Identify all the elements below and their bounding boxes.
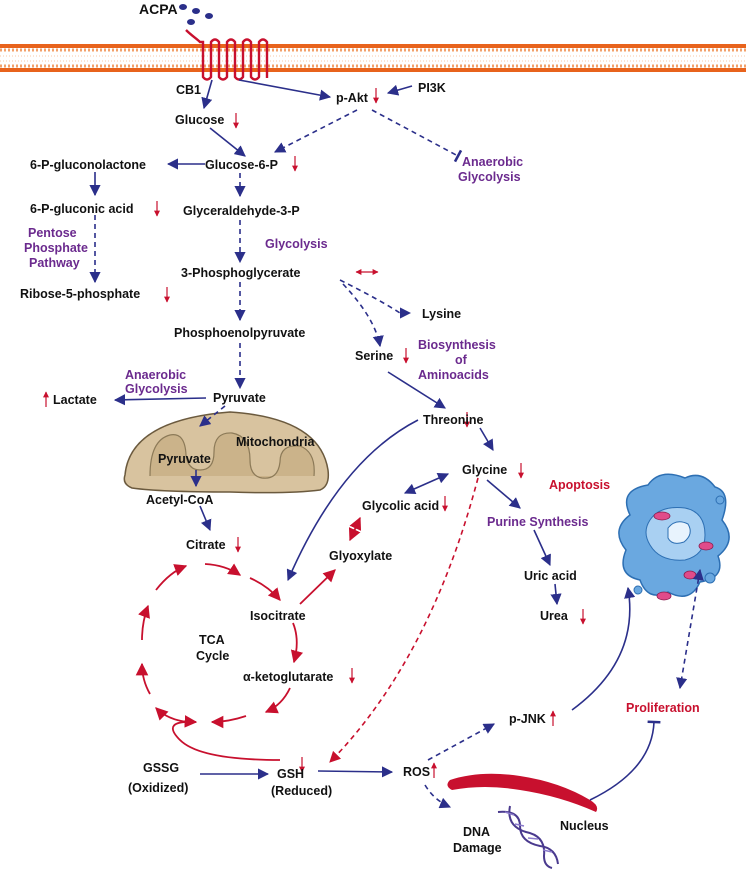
dna-helix-shape (497, 805, 559, 869)
label-uric-acid: Uric acid (524, 569, 577, 583)
label-citrate: Citrate (186, 538, 226, 552)
label-6-p-gluconolactone: 6-P-gluconolactone (30, 158, 146, 172)
label-glucose: Glucose (175, 113, 224, 127)
label-anaerobic-top-1: Anaerobic (462, 155, 523, 169)
label-proliferation: Proliferation (626, 701, 700, 715)
label-threonine: Threonine (423, 413, 483, 427)
status-arrows (43, 88, 586, 778)
label-apoptosis: Apoptosis (549, 478, 610, 492)
label-nucleus: Nucleus (560, 819, 609, 833)
acpa-molecules (179, 4, 213, 25)
label-acetyl-coa: Acetyl-CoA (146, 493, 213, 507)
label-lysine: Lysine (422, 307, 461, 321)
label-lactate: Lactate (53, 393, 97, 407)
red-arrows (135, 269, 479, 763)
label-gsh-1: GSH (277, 767, 304, 781)
label-glycolic-acid: Glycolic acid (362, 499, 439, 513)
label-anaerobic-mid-1: Anaerobic (125, 368, 186, 382)
label-ros: ROS (403, 765, 430, 779)
label-glucose-6-p: Glucose-6-P (205, 158, 278, 172)
label-ribose-5-phosphate: Ribose-5-phosphate (20, 287, 140, 301)
label-phosphoenolpyruvate: Phosphoenolpyruvate (174, 326, 305, 340)
label-biosynthesis-2: of (455, 353, 468, 367)
label-gsh-2: (Reduced) (271, 784, 332, 798)
label-6-p-gluconic-acid: 6-P-gluconic acid (30, 202, 134, 216)
label-anaerobic-mid-2: Glycolysis (125, 382, 188, 396)
label-biosynthesis-3: Aminoacids (418, 368, 489, 382)
label-glyceraldehyde-3-p: Glyceraldehyde-3-P (183, 204, 300, 218)
label-glyoxylate: Glyoxylate (329, 549, 392, 563)
label-3-phosphoglycerate: 3-Phosphoglycerate (181, 266, 301, 280)
cb1-receptor (185, 29, 269, 81)
label-urea: Urea (540, 609, 569, 623)
label-p-akt: p-Akt (336, 91, 369, 105)
label-pentose-2: Phosphate (24, 241, 88, 255)
label-alpha-ketoglutarate: α-ketoglutarate (243, 670, 333, 684)
label-dna-1: DNA (463, 825, 490, 839)
label-purine-synthesis: Purine Synthesis (487, 515, 588, 529)
label-pyruvate: Pyruvate (213, 391, 266, 405)
label-p-jnk: p-JNK (509, 712, 546, 726)
label-gssg-1: GSSG (143, 761, 179, 775)
blue-arrows (89, 79, 704, 809)
cell-membrane (0, 44, 746, 72)
label-pi3k: PI3K (418, 81, 446, 95)
label-glycine: Glycine (462, 463, 507, 477)
apoptotic-cell-shape (618, 473, 730, 601)
label-anaerobic-top-2: Glycolysis (458, 170, 521, 184)
label-cb1: CB1 (176, 83, 201, 97)
nucleus-shape (447, 773, 598, 812)
label-pyruvate-mito: Pyruvate (158, 452, 211, 466)
label-pentose-3: Pathway (29, 256, 80, 270)
label-pentose-1: Pentose (28, 226, 77, 240)
label-dna-2: Damage (453, 841, 502, 855)
label-serine: Serine (355, 349, 393, 363)
label-acpa: ACPA (139, 1, 178, 17)
label-gssg-2: (Oxidized) (128, 781, 188, 795)
label-isocitrate: Isocitrate (250, 609, 306, 623)
mitochondria-shape (123, 411, 330, 494)
label-tca-2: Cycle (196, 649, 229, 663)
label-biosynthesis-1: Biosynthesis (418, 338, 496, 352)
label-mitochondria: Mitochondria (236, 435, 316, 449)
label-glycolysis: Glycolysis (265, 237, 328, 251)
label-tca-1: TCA (199, 633, 225, 647)
